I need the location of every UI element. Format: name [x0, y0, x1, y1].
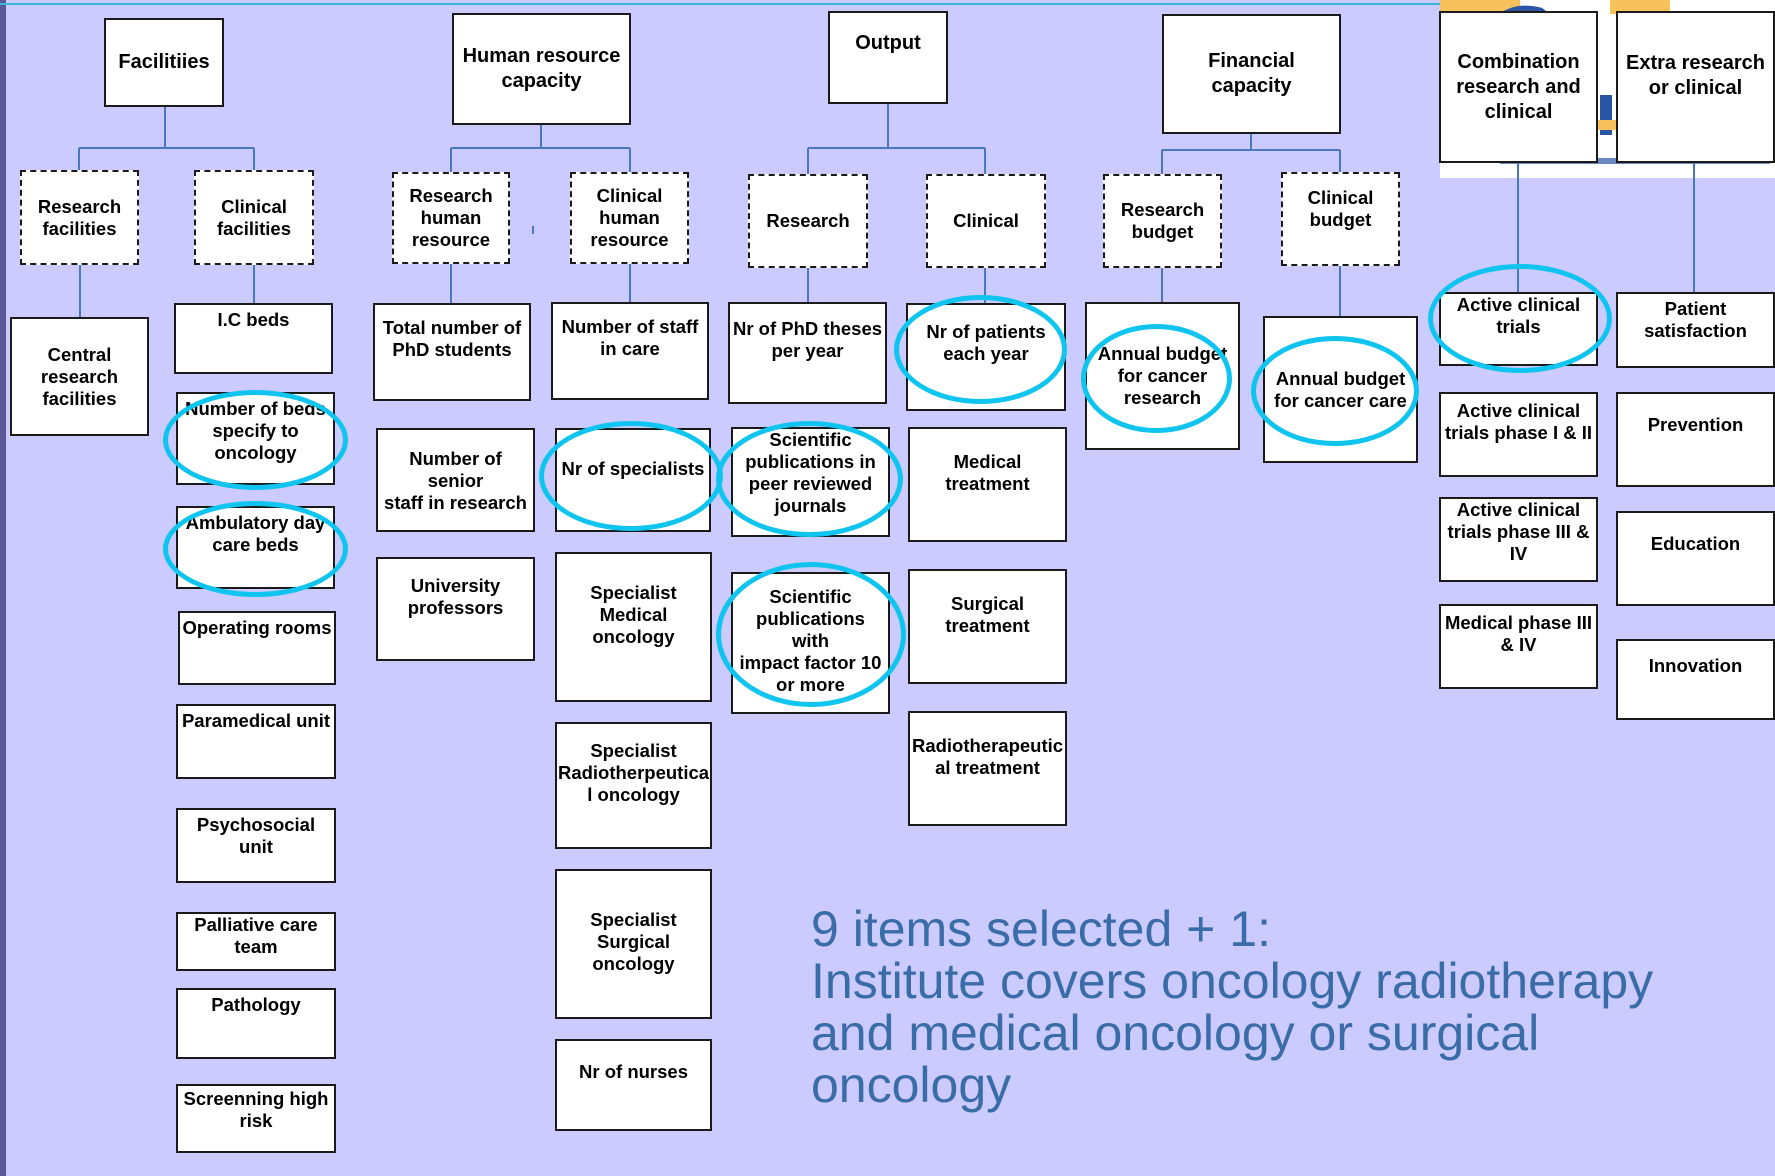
research-facilities: Research facilities: [20, 170, 139, 265]
annual-budget-research: Annual budget for cancer research: [1085, 302, 1240, 450]
operating-rooms: Operating rooms: [178, 611, 336, 685]
summary-line-1: 9 items selected + 1:: [811, 901, 1271, 957]
ic-beds: I.C beds: [174, 303, 333, 374]
output-clinical: Clinical: [926, 174, 1046, 268]
clinical-budget: Clinical budget: [1281, 172, 1400, 266]
patient-satisfaction: Patient satisfaction: [1616, 292, 1775, 368]
patients-each-year: Nr of patients each year: [906, 303, 1066, 411]
research-human-resource: Research human resource: [392, 172, 510, 264]
summary-text: 9 items selected + 1: Institute covers o…: [811, 903, 1731, 1111]
publications-peer-reviewed: Scientific publications in peer reviewed…: [731, 427, 890, 537]
medical-phase-3-4: Medical phase III & IV: [1439, 604, 1598, 689]
central-research-facilities: Central research facilities: [10, 317, 149, 436]
research-budget: Research budget: [1103, 174, 1222, 268]
output-title: Output: [828, 11, 948, 104]
screening-high-risk: Screenning high risk: [176, 1084, 336, 1153]
slide-top-edge: [0, 3, 1775, 5]
clinical-human-resource: Clinical human resource: [570, 172, 689, 264]
medical-treatment: Medical treatment: [908, 427, 1067, 542]
summary-line-2: Institute covers oncology radiotherapy: [811, 953, 1654, 1009]
senior-staff-research: Number of senior staff in research: [376, 428, 535, 532]
trials-phase-1-2: Active clinical trials phase I & II: [1439, 392, 1598, 477]
summary-line-4: oncology: [811, 1057, 1012, 1113]
total-phd-students: Total number of PhD students: [373, 303, 531, 401]
ambulatory-day-care-beds: Ambulatory day care beds: [176, 506, 335, 589]
nr-of-nurses: Nr of nurses: [555, 1039, 712, 1131]
innovation: Innovation: [1616, 639, 1775, 720]
facilities-title: Facilitiies: [104, 18, 224, 107]
output-research: Research: [748, 174, 868, 268]
radiotherapeutical-treatment: Radiotherapeutic al treatment: [908, 711, 1067, 826]
publications-impact-factor: Scientific publications with impact fact…: [731, 572, 890, 714]
university-professors: University professors: [376, 557, 535, 661]
active-clinical-trials: Active clinical trials: [1439, 292, 1598, 366]
beds-oncology: Number of beds specify to oncology: [176, 392, 335, 485]
clinical-facilities: Clinical facilities: [194, 170, 314, 265]
pathology: Pathology: [176, 988, 336, 1059]
paramedical-unit: Paramedical unit: [176, 704, 336, 779]
summary-line-3: and medical oncology or surgical: [811, 1005, 1540, 1061]
prevention: Prevention: [1616, 392, 1775, 487]
surgical-treatment: Surgical treatment: [908, 569, 1067, 684]
psychosocial-unit: Psychosocial unit: [176, 808, 336, 883]
human-resource-title: Human resource capacity: [452, 13, 631, 125]
annual-budget-care: Annual budget for cancer care: [1263, 316, 1418, 463]
specialist-surgical-oncology: Specialist Surgical oncology: [555, 869, 712, 1019]
slide-left-edge: [0, 0, 6, 1176]
financial-title: Financial capacity: [1162, 14, 1341, 134]
phd-theses-per-year: Nr of PhD theses per year: [728, 302, 887, 404]
palliative-care-team: Palliative care team: [176, 912, 336, 971]
combination-title: Combination research and clinical: [1439, 11, 1598, 163]
specialist-radiotherapeutical-oncology: Specialist Radiotherpeutica l oncology: [555, 722, 712, 849]
staff-in-care: Number of staff in care: [551, 302, 709, 400]
nr-of-specialists: Nr of specialists: [555, 428, 711, 532]
education: Education: [1616, 511, 1775, 606]
extra-title: Extra research or clinical: [1616, 11, 1775, 163]
trials-phase-3-4: Active clinical trials phase III & IV: [1439, 497, 1598, 582]
specialist-medical-oncology: Specialist Medical oncology: [555, 552, 712, 702]
